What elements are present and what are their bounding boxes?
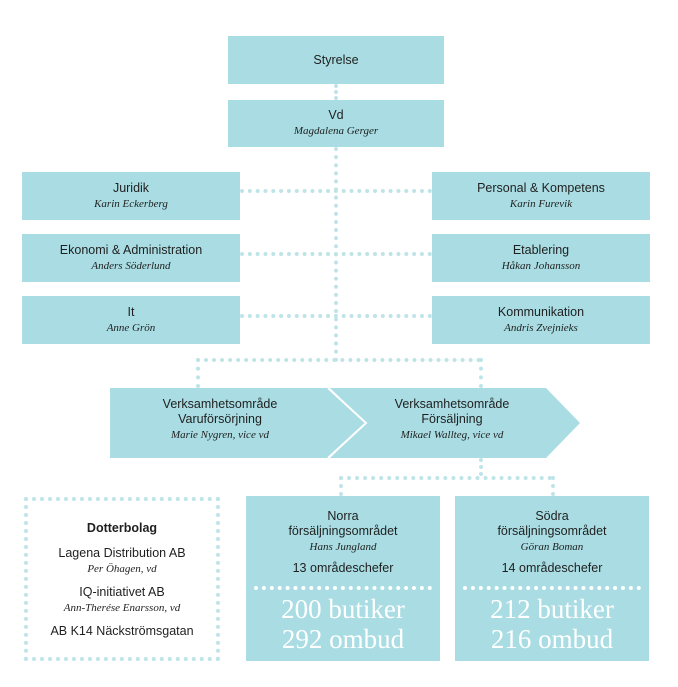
connector-sales-left — [339, 476, 343, 496]
board-box: Styrelse — [228, 36, 444, 84]
staff-communication-box: Kommunikation Andris Zvejnieks — [432, 296, 650, 344]
staff-hr-name: Karin Furevik — [509, 197, 573, 210]
business-area-supply-line1: Verksamhetsområde — [162, 397, 278, 411]
subsidiary-3-company: AB K14 Näckströmsgatan — [50, 624, 194, 638]
staff-legal-box: Juridik Karin Eckerberg — [22, 172, 240, 220]
sales-area-south-stores: 212 butiker — [490, 594, 614, 624]
business-area-sales-line1: Verksamhetsområde — [394, 397, 510, 411]
staff-communication-title: Kommunikation — [497, 304, 585, 319]
business-area-supply-shape — [110, 388, 366, 458]
connector-staff-row-3 — [240, 314, 432, 318]
subsidiary-1-company: Lagena Distribution AB — [58, 546, 186, 560]
connector-staff-row-1 — [240, 189, 432, 193]
business-area-sales-shape — [330, 388, 580, 458]
board-label: Styrelse — [313, 52, 359, 67]
subsidiaries-heading: Dotterbolag — [86, 521, 158, 535]
sales-area-north-line1: Norra — [327, 509, 359, 523]
staff-establishment-box: Etablering Håkan Johansson — [432, 234, 650, 282]
sales-area-north-stores: 200 butiker — [281, 594, 405, 624]
sales-area-south-agents: 216 ombud — [490, 624, 614, 654]
staff-finance-name: Anders Söderlund — [91, 259, 171, 272]
sales-area-north: Norra försäljningsområdet Hans Jungland … — [246, 496, 440, 661]
staff-finance-box: Ekonomi & Administration Anders Söderlun… — [22, 234, 240, 282]
staff-establishment-title: Etablering — [512, 242, 570, 257]
business-area-sales-name: Mikael Wallteg, vice vd — [400, 429, 504, 441]
ceo-name: Magdalena Gerger — [293, 125, 379, 137]
subsidiary-2-person: Ann-Therése Enarsson, vd — [63, 602, 181, 614]
staff-communication-name: Andris Zvejnieks — [504, 321, 578, 334]
connector-sales-vertical — [479, 458, 483, 476]
connector-sales-right — [551, 476, 555, 496]
subsidiary-1-person: Per Öhagen, vd — [87, 563, 157, 575]
sales-area-north-line2: försäljningsområdet — [288, 524, 398, 538]
sales-area-north-agents: 292 ombud — [281, 624, 405, 654]
staff-it-title: It — [127, 304, 135, 319]
sales-area-north-managers: 13 områdeschefer — [292, 561, 394, 575]
business-area-sales-line2: Försäljning — [421, 412, 483, 426]
sales-area-south-divider — [463, 586, 641, 590]
business-area-divider — [327, 387, 368, 459]
staff-it-name: Anne Grön — [106, 321, 156, 334]
sales-area-north-divider — [254, 586, 432, 590]
sales-area-south: Södra försäljningsområdet Göran Boman 14… — [455, 496, 649, 661]
staff-legal-name: Karin Eckerberg — [94, 197, 168, 210]
sales-area-south-name: Göran Boman — [520, 541, 584, 553]
business-area-supply-line2: Varuförsörjning — [178, 412, 262, 426]
staff-establishment-name: Håkan Johansson — [501, 259, 581, 272]
staff-legal-title: Juridik — [112, 180, 150, 195]
connector-business-right — [479, 358, 483, 388]
subsidiaries-box: Dotterbolag Lagena Distribution AB Per Ö… — [24, 497, 220, 661]
connector-sales-horizontal — [339, 476, 552, 480]
business-area-supply: Verksamhetsområde Varuförsörjning Marie … — [120, 397, 320, 443]
staff-it-box: It Anne Grön — [22, 296, 240, 344]
subsidiary-2-company: IQ-initiativet AB — [79, 585, 165, 599]
business-area-sales: Verksamhetsområde Försäljning Mikael Wal… — [352, 397, 552, 443]
staff-hr-title: Personal & Kompetens — [477, 180, 605, 195]
staff-hr-box: Personal & Kompetens Karin Furevik — [432, 172, 650, 220]
connector-business-horizontal — [196, 358, 481, 362]
sales-area-south-line1: Södra — [535, 509, 569, 523]
staff-finance-title: Ekonomi & Administration — [59, 242, 203, 257]
connector-ceo-to-board — [334, 84, 338, 100]
ceo-title: Vd — [328, 108, 344, 122]
business-area-supply-name: Marie Nygren, vice vd — [171, 429, 269, 441]
sales-area-south-line2: försäljningsområdet — [497, 524, 607, 538]
sales-area-north-name: Hans Jungland — [309, 541, 377, 553]
connector-business-left — [196, 358, 200, 388]
sales-area-south-managers: 14 områdeschefer — [501, 561, 603, 575]
connector-staff-row-2 — [240, 252, 432, 256]
ceo-box: Vd Magdalena Gerger — [228, 100, 444, 147]
